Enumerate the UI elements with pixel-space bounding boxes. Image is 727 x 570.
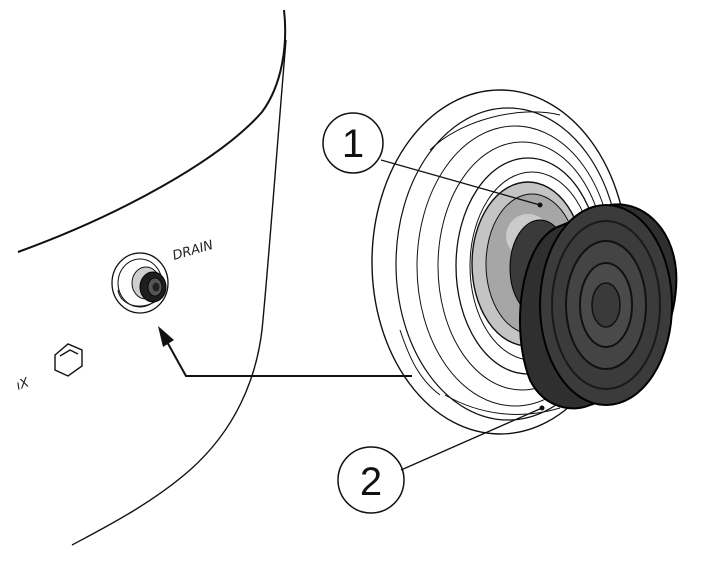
drain-cap	[519, 203, 678, 410]
drain-label: DRAIN	[171, 238, 215, 264]
machine-front-edge	[71, 39, 287, 546]
callout-2-number: 2	[360, 460, 382, 504]
callout-1: 1	[322, 112, 543, 208]
machine-body	[17, 9, 287, 546]
drain-plug-icon	[111, 252, 169, 314]
machine-top-edge	[17, 9, 287, 253]
hex-screw-icon	[54, 343, 83, 377]
callout-1-number: 1	[342, 122, 364, 166]
callout-2: 2	[337, 405, 545, 514]
arrow-to-drain-icon	[158, 326, 412, 377]
panel-label-side: ıX	[14, 375, 32, 394]
